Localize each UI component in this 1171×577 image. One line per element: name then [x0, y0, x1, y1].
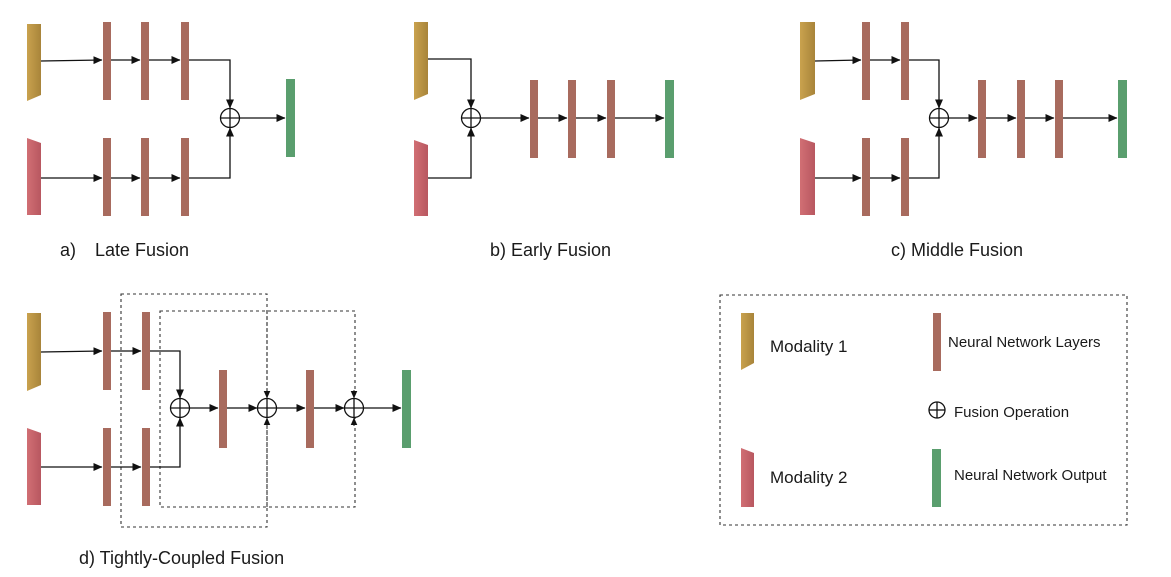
modality-1-block [27, 313, 41, 391]
nn-output [402, 370, 411, 448]
nn-layer [607, 80, 615, 158]
legend-border [719, 294, 1128, 526]
panel-late-fusion: a) Late Fusion [27, 22, 295, 260]
caption-tightly-coupled-fusion: d) Tightly-Coupled Fusion [79, 548, 284, 568]
legend-layers-label: Neural Network Layers [948, 334, 1101, 351]
nn-layer [901, 22, 909, 100]
legend-modality-2-swatch [741, 448, 754, 507]
modality-2-block [27, 428, 41, 505]
nn-layer [219, 370, 227, 448]
panel-early-fusion: b) Early Fusion [414, 22, 674, 260]
nn-layer [978, 80, 986, 158]
nn-layer [568, 80, 576, 158]
modality-2-block [27, 138, 41, 215]
caption-middle-fusion: c) Middle Fusion [891, 240, 1023, 260]
nn-layer [141, 22, 149, 100]
panel-tightly-coupled-fusion: d) Tightly-Coupled Fusion [27, 293, 411, 568]
panel-middle-fusion: c) Middle Fusion [800, 22, 1127, 260]
nn-layer [103, 428, 111, 506]
dashed-link-box [159, 310, 356, 508]
nn-layer [103, 138, 111, 216]
legend-output-swatch [932, 449, 941, 507]
nn-output [665, 80, 674, 158]
fusion-operator-icon [256, 397, 278, 419]
modality-2-block [800, 138, 815, 215]
fusion-operator-icon [169, 397, 191, 419]
nn-layer [141, 138, 149, 216]
fusion-operator-icon [343, 397, 365, 419]
nn-layer [306, 370, 314, 448]
dashed-link-box [120, 293, 268, 528]
caption-early-fusion: b) Early Fusion [490, 240, 611, 260]
nn-layer [181, 22, 189, 100]
nn-layer [181, 138, 189, 216]
caption-a-letter: a) [60, 240, 76, 260]
nn-layer [142, 312, 150, 390]
fusion-operator-icon [219, 107, 241, 129]
fusion-operator-icon [460, 107, 482, 129]
legend-fusion-label: Fusion Operation [954, 404, 1069, 421]
fusion-operator-icon [928, 107, 950, 129]
nn-output [286, 79, 295, 157]
modality-2-block [414, 140, 428, 216]
nn-layer [530, 80, 538, 158]
nn-layer [862, 138, 870, 216]
nn-layer [142, 428, 150, 506]
modality-1-block [27, 24, 41, 101]
nn-layer [862, 22, 870, 100]
legend: Modality 1 Modality 2 Neural Network Lay… [719, 294, 1128, 526]
caption-late-fusion: Late Fusion [95, 240, 189, 260]
legend-layer-swatch [933, 313, 941, 371]
legend-fusion-icon [928, 401, 946, 419]
legend-modality-1-label: Modality 1 [770, 337, 847, 356]
nn-layer [103, 312, 111, 390]
legend-modality-1-swatch [741, 313, 754, 370]
modality-1-block [414, 22, 428, 100]
nn-output [1118, 80, 1127, 158]
nn-layer [1055, 80, 1063, 158]
modality-1-block [800, 22, 815, 100]
legend-output-label: Neural Network Output [954, 467, 1107, 484]
nn-layer [103, 22, 111, 100]
nn-layer [1017, 80, 1025, 158]
nn-layer [901, 138, 909, 216]
legend-modality-2-label: Modality 2 [770, 468, 847, 487]
